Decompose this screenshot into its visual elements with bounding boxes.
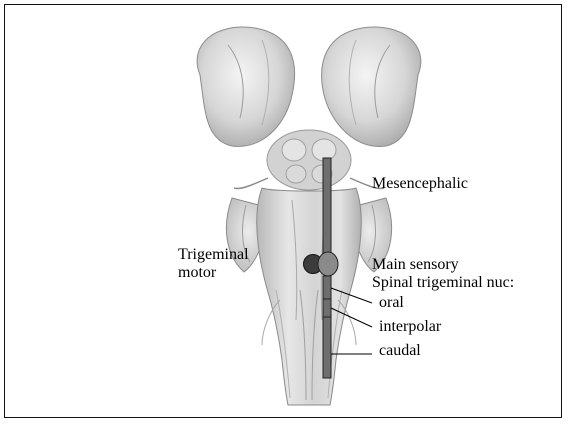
brainstem-body (257, 188, 361, 405)
cerebral-hemispheres (197, 27, 421, 146)
label-main-sensory: Main sensory (372, 256, 459, 274)
spinal-nucleus-caudal (323, 317, 331, 378)
label-interpolar: interpolar (379, 318, 441, 336)
main-sensory-nucleus (318, 252, 338, 276)
label-trigeminal-motor-line1: Trigeminal (178, 246, 249, 264)
label-mesencephalic: Mesencephalic (372, 175, 468, 193)
label-oral: oral (379, 294, 404, 312)
label-spinal-trigeminal-nuc: Spinal trigeminal nuc: (372, 274, 514, 292)
spinal-nucleus-oral (323, 276, 331, 299)
mesencephalic-nucleus (323, 158, 331, 253)
spinal-nucleus-interpolar (323, 299, 331, 317)
label-trigeminal-motor-line2: motor (178, 264, 216, 282)
label-caudal: caudal (379, 342, 421, 360)
